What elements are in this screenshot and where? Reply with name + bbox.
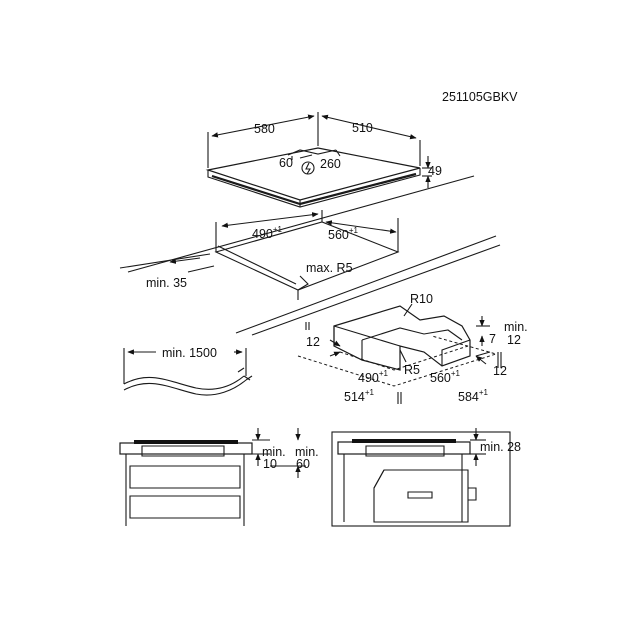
cable-drawing bbox=[123, 348, 253, 396]
oven-cabinet-drawing bbox=[331, 428, 511, 527]
frame-inner-d-label: 560+1 bbox=[430, 369, 461, 385]
frame-drawing bbox=[297, 303, 502, 404]
oven-min-label: min. 28 bbox=[480, 440, 521, 454]
cutout-d-label: 560+1 bbox=[328, 226, 359, 242]
frame-min-label: min. bbox=[504, 320, 528, 334]
drawers-cabinet-drawing bbox=[119, 428, 306, 526]
frame-right12b-label: 12 bbox=[493, 364, 507, 378]
cutout-drawing bbox=[119, 210, 400, 300]
conn-left-label: 60 bbox=[279, 156, 293, 170]
drawer-val-a-label: 10 bbox=[263, 457, 277, 471]
cable-length-label: min. 1500 bbox=[162, 346, 217, 360]
drawer-min-a-label: min. bbox=[262, 445, 286, 459]
drawer-min-b-label: min. bbox=[295, 445, 319, 459]
min-edge-label: min. 35 bbox=[146, 276, 187, 290]
frame-outer-d-label: 584+1 bbox=[458, 388, 489, 404]
hob-depth-label: 510 bbox=[352, 121, 373, 135]
cutout-w-label: 490+1 bbox=[252, 225, 283, 241]
hob-width-label: 580 bbox=[254, 122, 275, 136]
r5-label: R5 bbox=[404, 363, 420, 377]
frame-left12-label: 12 bbox=[306, 335, 320, 349]
hob-drawing bbox=[205, 112, 432, 208]
conn-right-label: 260 bbox=[320, 157, 341, 171]
frame-right12-label: 12 bbox=[507, 333, 521, 347]
r10-label: R10 bbox=[410, 292, 433, 306]
product-code: 251105GBKV bbox=[442, 90, 518, 104]
power-symbol-icon bbox=[301, 161, 315, 175]
frame-right7-label: 7 bbox=[489, 332, 496, 346]
frame-inner-w-label: 490+1 bbox=[358, 369, 389, 385]
hob-height-label: 49 bbox=[428, 164, 442, 178]
cutout-radius-label: max. R5 bbox=[306, 261, 353, 275]
drawer-val-b-label: 60 bbox=[296, 457, 310, 471]
frame-outer-w-label: 514+1 bbox=[344, 388, 375, 404]
